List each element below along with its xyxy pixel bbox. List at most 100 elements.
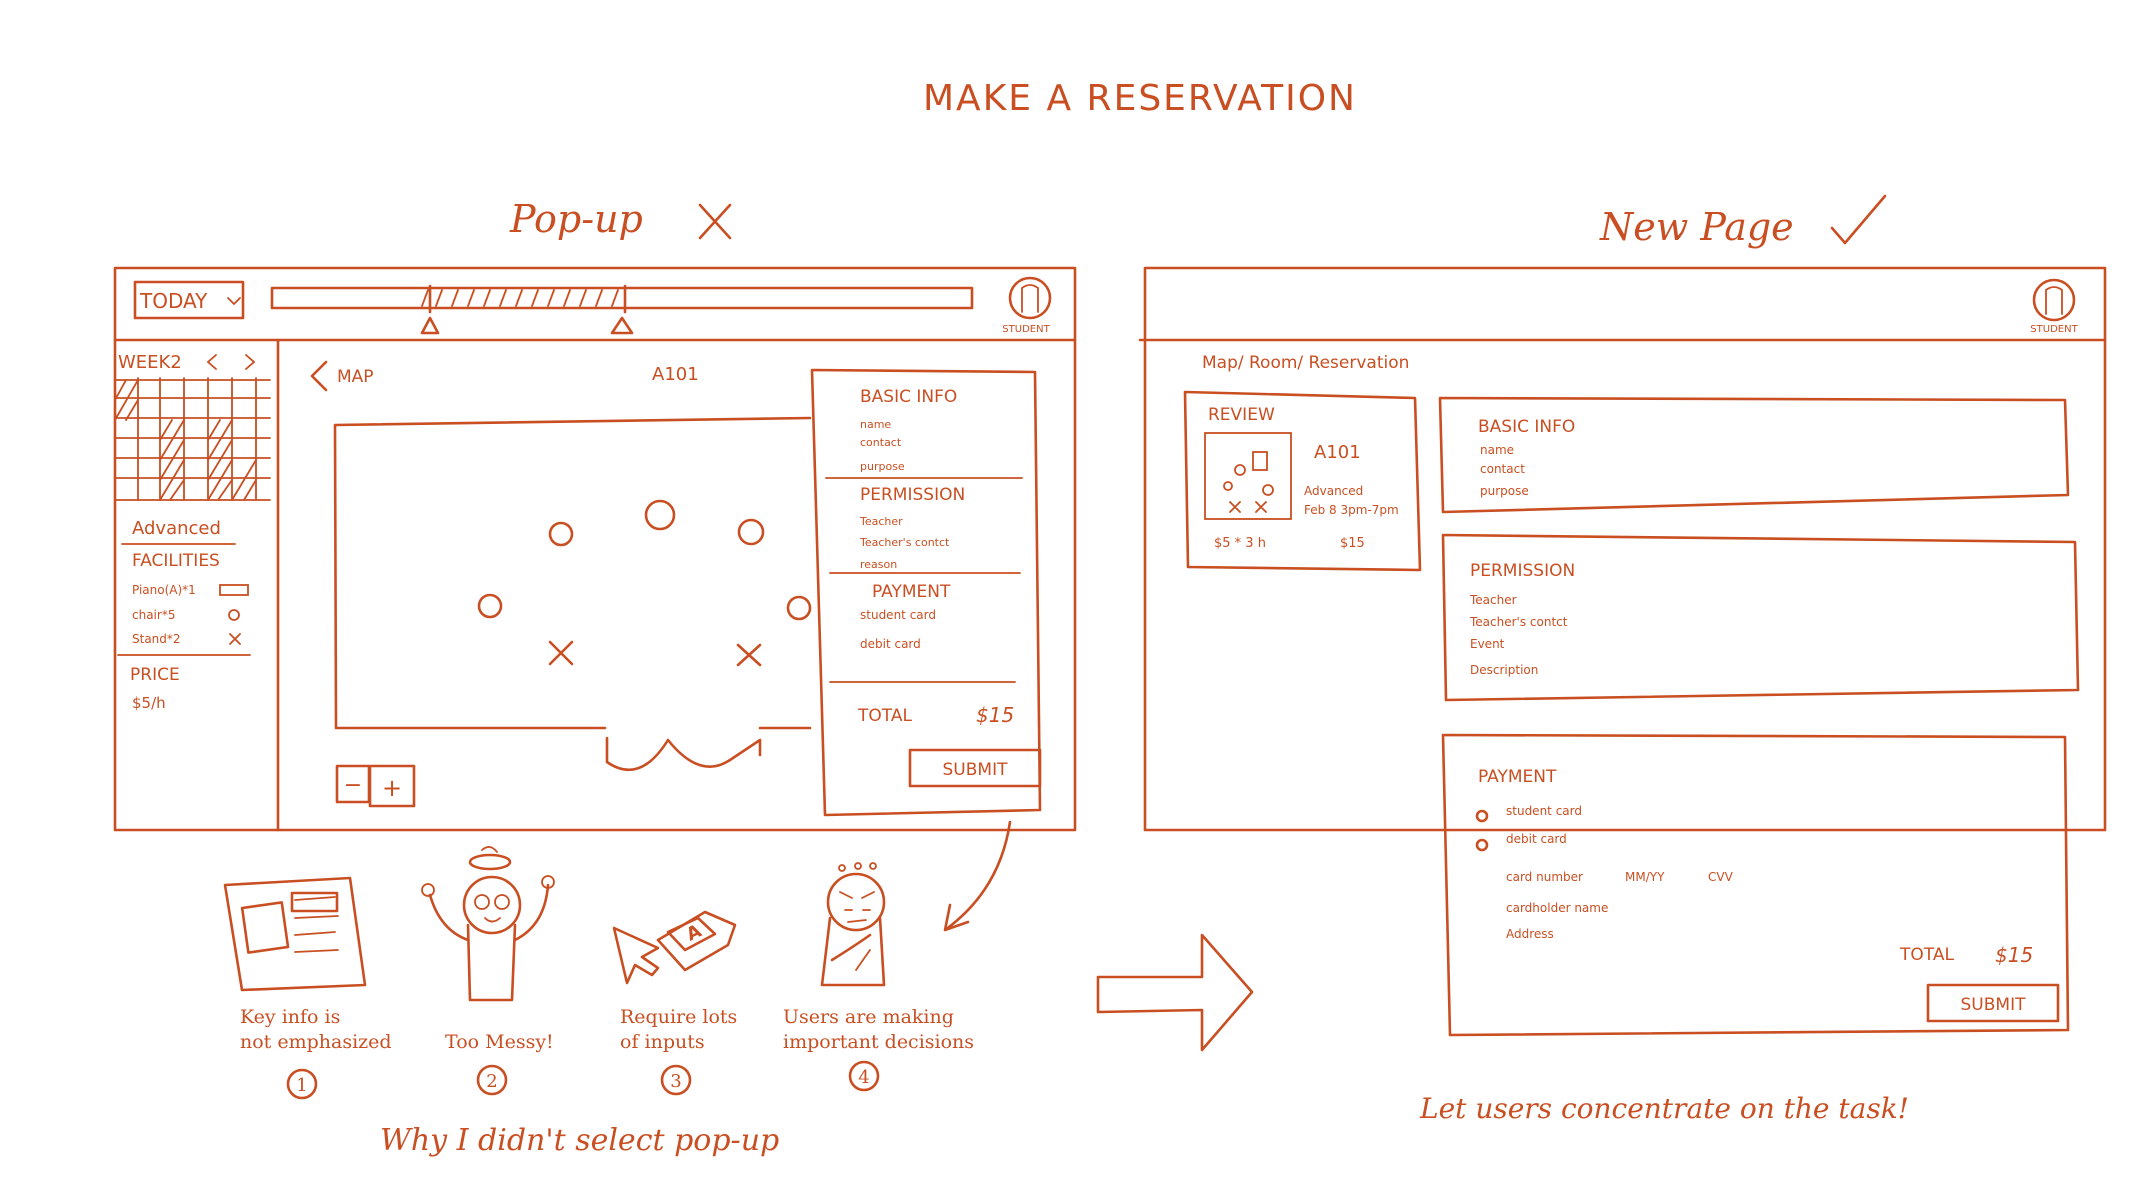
curved-arrow-icon: [943, 820, 1012, 932]
total-label: TOTAL: [1899, 945, 1954, 965]
chair-seat[interactable]: [786, 595, 812, 621]
price-value: $5/h: [132, 694, 166, 712]
permission-field[interactable]: Teacher: [859, 515, 903, 528]
reason-text: of inputs: [620, 1031, 705, 1053]
slider-handle-start[interactable]: [420, 316, 440, 335]
address-field[interactable]: Address: [1506, 927, 1554, 941]
thinking-person-icon: [820, 862, 886, 987]
reasons-caption: Why I didn't select pop-up: [380, 1123, 779, 1158]
submit-label: SUBMIT: [943, 760, 1009, 780]
total-value: $15: [1995, 943, 2033, 967]
reasons-section: A Key info is not emphasized Too Messy! …: [223, 846, 974, 1158]
basic-info-field[interactable]: contact: [1480, 462, 1525, 476]
payment-option[interactable]: student card: [860, 608, 936, 622]
popup-section: Pop-up TODAY STUDENT WEEK2: [113, 197, 1077, 932]
profile-caption: STUDENT: [1002, 324, 1050, 335]
payment-option[interactable]: student card: [1506, 804, 1582, 818]
review-title: REVIEW: [1208, 405, 1275, 425]
zoom-in-label: +: [382, 774, 402, 802]
radio-debit-card[interactable]: [1475, 838, 1489, 852]
payment-card: PAYMENT student card debit card card num…: [1441, 733, 2070, 1037]
permission-card: PERMISSION Teacher Teacher's contct Even…: [1441, 533, 2080, 702]
back-chevron-icon[interactable]: [310, 360, 328, 392]
chevron-right-icon[interactable]: [245, 354, 256, 370]
permission-field[interactable]: Teacher's contct: [1469, 615, 1568, 629]
page-title: MAKE A RESERVATION: [923, 78, 1357, 119]
svg-text:3: 3: [670, 1071, 681, 1092]
price-label: PRICE: [130, 665, 180, 685]
basic-info-card: BASIC INFO name contact purpose: [1438, 396, 2070, 514]
permission-title: PERMISSION: [1470, 561, 1575, 581]
door-icon: [605, 736, 762, 771]
permission-field[interactable]: Description: [1470, 663, 1538, 677]
basic-info-field[interactable]: purpose: [860, 460, 905, 473]
today-button-label: TODAY: [139, 289, 208, 313]
calendar-grid[interactable]: [114, 377, 271, 501]
permission-field[interactable]: Teacher's contct: [859, 536, 950, 549]
payment-option[interactable]: debit card: [1506, 832, 1567, 846]
reason-number-badge: 4: [848, 1060, 880, 1092]
submit-button[interactable]: SUBMIT: [1926, 983, 2060, 1023]
slider-handle-end[interactable]: [610, 316, 634, 335]
stand-mark[interactable]: [548, 640, 574, 666]
basic-info-field[interactable]: name: [860, 418, 891, 431]
sidebar: WEEK2 Advanced FACILITIES Piano(A)*1 cha…: [114, 338, 280, 832]
chair-seat[interactable]: [548, 521, 574, 547]
profile-icon[interactable]: STUDENT: [1002, 276, 1052, 335]
radio-student-card[interactable]: [1475, 809, 1489, 823]
total-value: $15: [976, 703, 1014, 727]
payment-title: PAYMENT: [1478, 767, 1557, 787]
permission-field[interactable]: Teacher: [1469, 593, 1517, 607]
svg-text:4: 4: [858, 1067, 869, 1088]
room-thumbnail: [1204, 432, 1292, 520]
piano-marker-icon: [219, 584, 249, 596]
card-number-field[interactable]: card number: [1506, 870, 1583, 884]
cardholder-field[interactable]: cardholder name: [1506, 901, 1608, 915]
facility-item[interactable]: Piano(A)*1: [132, 583, 196, 597]
timeline-slider[interactable]: [270, 284, 974, 335]
review-card: REVIEW A101 Advanced Feb 8 3pm-7pm $5 * …: [1183, 390, 1422, 572]
stand-mark[interactable]: [736, 643, 762, 667]
expiry-field[interactable]: MM/YY: [1625, 870, 1665, 884]
week-label: WEEK2: [118, 352, 182, 373]
chair-seat[interactable]: [644, 499, 676, 531]
chair-seat[interactable]: [737, 518, 765, 546]
review-detail: Feb 8 3pm-7pm: [1304, 503, 1399, 517]
facilities-label: FACILITIES: [132, 551, 220, 571]
zoom-out-label: −: [344, 773, 362, 798]
reservation-popup: BASIC INFO name contact purpose PERMISSI…: [810, 368, 1042, 817]
basic-info-field[interactable]: purpose: [1480, 484, 1529, 498]
today-button[interactable]: TODAY: [133, 280, 245, 320]
permission-field[interactable]: Event: [1470, 637, 1505, 651]
review-price-calc: $5 * 3 h: [1214, 536, 1266, 551]
review-detail: Advanced: [1304, 484, 1363, 498]
big-arrow-icon: [1096, 933, 1254, 1052]
reason-text: Key info is: [240, 1006, 340, 1028]
payment-option[interactable]: debit card: [860, 637, 921, 651]
zoom-in-button[interactable]: [368, 764, 416, 808]
reason-number-badge: 2: [476, 1064, 508, 1096]
cvv-field[interactable]: CVV: [1708, 870, 1734, 884]
facility-item[interactable]: Stand*2: [132, 632, 181, 646]
map-back-label[interactable]: MAP: [337, 367, 374, 387]
advanced-label[interactable]: Advanced: [132, 518, 221, 539]
basic-info-field[interactable]: name: [1480, 443, 1514, 457]
room-name: A101: [652, 364, 699, 385]
breadcrumb[interactable]: Map/ Room/ Reservation: [1202, 353, 1409, 373]
reason-number-badge: 1: [286, 1068, 318, 1100]
confused-person-icon: [421, 846, 555, 1002]
submit-button[interactable]: SUBMIT: [908, 748, 1042, 788]
basic-info-title: BASIC INFO: [860, 387, 957, 407]
profile-icon[interactable]: STUDENT: [2030, 278, 2079, 335]
stand-marker-icon: [229, 633, 241, 645]
facility-item[interactable]: chair*5: [132, 608, 175, 622]
permission-field[interactable]: reason: [860, 558, 897, 571]
reason-text: Require lots: [620, 1006, 737, 1028]
basic-info-field[interactable]: contact: [860, 436, 902, 449]
zoom-controls: − +: [335, 764, 416, 808]
room-map: MAP A101 − +: [310, 360, 812, 808]
chevron-left-icon[interactable]: [206, 354, 217, 370]
room-floorplan: [333, 416, 812, 730]
chair-seat[interactable]: [477, 593, 503, 619]
submit-label: SUBMIT: [1961, 995, 2027, 1015]
